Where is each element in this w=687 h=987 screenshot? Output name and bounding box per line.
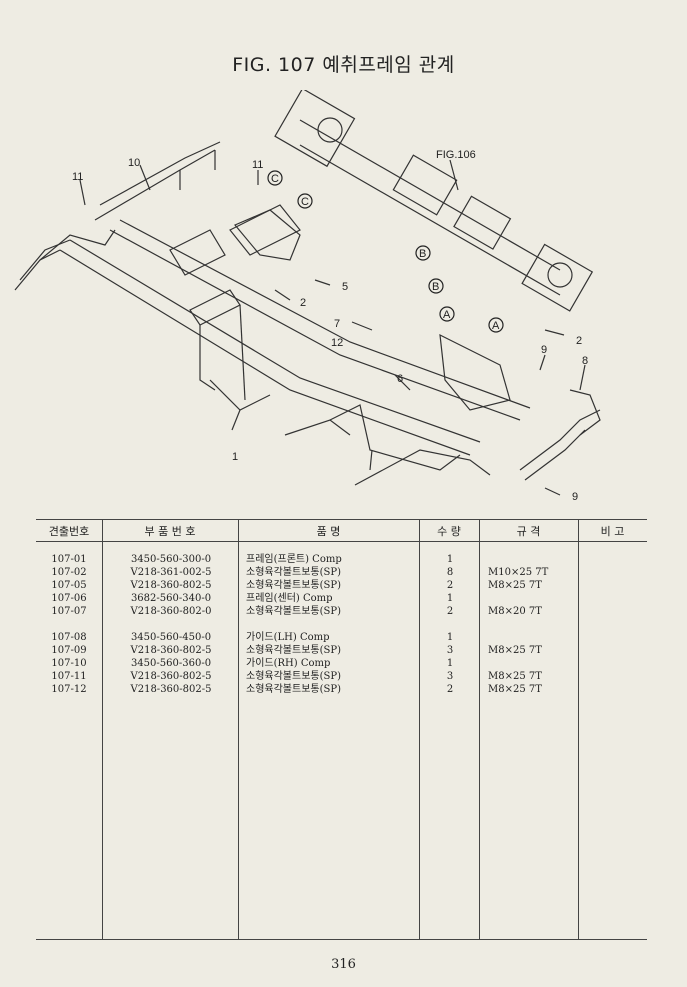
part-number: 3450-560-450-0 [130,632,212,643]
quantity: 1 [446,632,454,643]
callout-11-left: 11 [72,171,83,183]
part-number: V218-361-002-5 [130,567,212,578]
part-name: 소형육각볼트보통(SP) [246,567,341,578]
quantity: 1 [446,554,454,565]
col-divider [479,519,480,940]
header-part-name: 품 명 [316,525,341,538]
table-header-rule [36,541,647,542]
quantity: 8 [446,567,454,578]
table-row: 107-08 3450-560-450-0 가이드(LH) Comp 1 [36,631,647,644]
table-row: 107-07 V218-360-802-0 소형육각볼트보통(SP) 2 M8×… [36,605,647,618]
quantity: 2 [446,684,454,695]
item-no: 107-12 [51,684,87,695]
part-name: 프레임(프론트) Comp [246,554,342,565]
part-name: 소형육각볼트보통(SP) [246,580,341,591]
item-no: 107-01 [51,554,87,565]
callout-9-upper: 9 [541,344,547,356]
header-item-no: 견출번호 [48,525,90,538]
item-no: 107-09 [51,645,87,656]
spec: M8×25 7T [488,684,542,695]
item-no: 107-05 [51,580,87,591]
part-number: 3682-560-340-0 [130,593,212,604]
marker-C1: C [271,173,279,185]
part-name: 가이드(RH) Comp [246,658,331,669]
part-number: 3450-560-360-0 [130,658,212,669]
part-name: 소형육각볼트보통(SP) [246,671,341,682]
spec: M8×25 7T [488,645,542,656]
col-divider [102,519,103,940]
quantity: 3 [446,645,454,656]
callout-2-right: 2 [576,335,582,347]
parts-table: 견출번호 부 품 번 호 품 명 수 량 규 격 비 고 107-01 3450… [36,519,647,940]
header-remark: 비 고 [600,525,625,538]
quantity: 1 [446,658,454,669]
marker-A1: A [443,309,451,321]
table-top-rule [36,519,647,520]
table-row: 107-10 3450-560-360-0 가이드(RH) Comp 1 [36,657,647,670]
table-row: 107-05 V218-360-802-5 소형육각볼트보통(SP) 2 M8×… [36,579,647,592]
part-name: 소형육각볼트보통(SP) [246,645,341,656]
table-row: 107-06 3682-560-340-0 프레임(센터) Comp 1 [36,592,647,605]
item-no: 107-02 [51,567,87,578]
callout-2-center: 2 [300,297,306,309]
callout-fig106: FIG.106 [436,149,476,161]
marker-B2: B [432,281,439,293]
part-name: 소형육각볼트보통(SP) [246,684,341,695]
part-number: V218-360-802-5 [130,684,212,695]
exploded-frame-diagram: C C B B A A 11 10 11 FIG.106 2 5 7 12 6 … [14,90,601,503]
table-row: 107-01 3450-560-300-0 프레임(프론트) Comp 1 [36,553,647,566]
item-no: 107-08 [51,632,87,643]
marker-B1: B [419,248,426,260]
header-spec: 규 격 [516,525,541,538]
callout-1: 1 [232,451,238,463]
marker-A2: A [492,320,500,332]
callout-12: 12 [331,337,343,349]
callout-11-top: 11 [252,159,263,171]
callout-6: 6 [397,373,403,385]
table-row: 107-12 V218-360-802-5 소형육각볼트보통(SP) 2 M8×… [36,683,647,696]
part-name: 프레임(센터) Comp [246,593,333,604]
header-quantity: 수 량 [437,525,461,538]
table-row: 107-09 V218-360-802-5 소형육각볼트보통(SP) 3 M8×… [36,644,647,657]
quantity: 2 [446,606,454,617]
part-name: 소형육각볼트보통(SP) [246,606,341,617]
item-no: 107-07 [51,606,87,617]
item-no: 107-06 [51,593,87,604]
callout-8: 8 [582,355,588,367]
figure-title: FIG. 107 예취프레임 관계 [232,54,455,76]
item-no: 107-11 [51,671,87,682]
part-number: V218-360-802-5 [130,645,212,656]
table-row: 107-11 V218-360-802-5 소형육각볼트보통(SP) 3 M8×… [36,670,647,683]
callout-9-lower: 9 [572,491,578,503]
quantity: 2 [446,580,454,591]
table-bottom-rule [36,939,647,940]
spec: M8×25 7T [488,671,542,682]
col-divider [238,519,239,940]
col-divider [578,519,579,940]
page-number: 316 [331,957,356,972]
spec: M10×25 7T [488,567,549,578]
item-no: 107-10 [51,658,87,669]
part-number: V218-360-802-5 [130,580,212,591]
part-number: 3450-560-300-0 [130,554,212,565]
quantity: 1 [446,593,454,604]
header-part-no: 부 품 번 호 [144,525,196,538]
part-number: V218-360-802-5 [130,671,212,682]
marker-C2: C [301,196,309,208]
spec: M8×25 7T [488,580,542,591]
callout-10: 10 [128,157,140,169]
part-name: 가이드(LH) Comp [246,632,330,643]
table-row: 107-02 V218-361-002-5 소형육각볼트보통(SP) 8 M10… [36,566,647,579]
col-divider [419,519,420,940]
quantity: 3 [446,671,454,682]
callout-7: 7 [334,318,340,330]
callout-5: 5 [342,281,348,293]
part-number: V218-360-802-0 [130,606,212,617]
spec: M8×20 7T [488,606,542,617]
